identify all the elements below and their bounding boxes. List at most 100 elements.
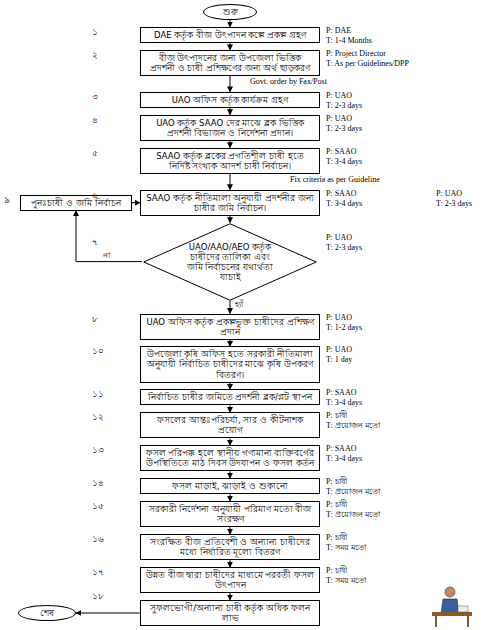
annotation-text: T: 1-2 days xyxy=(326,323,362,332)
annotation-text: T: 2-3 days xyxy=(436,199,472,208)
connector-arrow xyxy=(230,593,231,600)
callout-number: ৪ xyxy=(92,115,98,125)
annotation-text: P: চাষী xyxy=(326,533,347,542)
annotation-text: P: UAO xyxy=(326,91,352,100)
annotation-text: Govt. order by Fax/Post xyxy=(250,77,327,86)
callout-number: ৮ xyxy=(92,314,98,324)
callout-number: ২ xyxy=(92,50,98,60)
callout-number: ৩ xyxy=(92,92,98,102)
process-box: ফসলের আন্তঃপরিচর্যা, সার ও কীটনাশক প্রয়… xyxy=(140,412,320,438)
connector-arrow xyxy=(230,560,231,567)
process-box: পুনঃচাষী ও জমি নির্বাচন xyxy=(20,195,132,211)
node-text: SAAO কর্তৃক ব্লকের প্রগতিশীল চাষী হতে নি… xyxy=(145,151,315,171)
annotation-text: P: চাষী xyxy=(326,566,347,575)
process-box: নির্বাচিত চাষীর জমিতে প্রদর্শনী ব্লক/প্ল… xyxy=(140,389,320,405)
callout-number: ১৮ xyxy=(92,591,104,601)
annotation-text: P: SAAO xyxy=(326,444,356,453)
node-text: ফসলের আন্তঃপরিচর্যা, সার ও কীটনাশক প্রয়… xyxy=(145,415,315,435)
connector-arrow xyxy=(230,20,231,27)
start-oval: শুরু xyxy=(203,4,257,20)
connector-arrow xyxy=(230,174,231,190)
edge-label: না xyxy=(103,251,110,261)
connector-arrow xyxy=(132,202,140,203)
node-text: SAAO কর্তৃক নীতিমালা অনুযায়ী প্রদর্শনীর… xyxy=(145,193,315,213)
callout-number: ১১ xyxy=(92,389,104,399)
connector-arrow xyxy=(230,141,231,148)
person-body xyxy=(441,599,459,614)
callout-number: ৯ xyxy=(4,195,10,205)
connector-arrow xyxy=(76,211,142,262)
process-box: বীজ উৎপাদনের জন্য উপজেলা ভিত্তিক প্রদর্শ… xyxy=(140,50,320,76)
callout-number: ১ xyxy=(92,27,98,37)
process-box: DAE কর্তৃক বীজ উৎপাদন কল্পে প্রকল্প গ্রহ… xyxy=(140,27,320,43)
node-text: শেষ xyxy=(25,608,69,618)
annotation-text: P: UAO xyxy=(326,313,352,322)
callout-number: ১২ xyxy=(92,412,104,422)
callout-number: ১৫ xyxy=(92,501,104,511)
connector-arrow xyxy=(230,405,231,412)
process-box: UAO অফিস কর্তৃক কার্যক্রম গ্রহণ xyxy=(140,92,320,108)
process-box: UAO কর্তৃক SAAO দের মাঝে ব্লক ভিত্তিক প্… xyxy=(140,115,320,141)
process-box: UAO অফিস কর্তৃক প্রকল্পভুক্ত চাষীদের প্র… xyxy=(140,314,320,340)
annotation-text: T: 3-4 days xyxy=(326,157,362,166)
annotation-text: T: 2-3 days xyxy=(326,243,362,252)
annotation-text: T: সময় মতো xyxy=(326,543,366,552)
connector-arrow xyxy=(230,43,231,50)
annotation-text: T: প্রয়োজন মতো xyxy=(326,510,380,519)
process-box: সরকারী নির্দেশনা অনুযায়ী পরিমাণ মতো বীজ… xyxy=(140,501,320,527)
annotation-text: P: UAO xyxy=(326,233,352,242)
desk-leg xyxy=(467,616,469,627)
person-head xyxy=(445,587,455,597)
node-text: সুফলভোগী/অন্যান্য চাষী কর্তৃক অধিক ফলন ল… xyxy=(145,603,315,623)
process-box: SAAO কর্তৃক নীতিমালা অনুযায়ী প্রদর্শনীর… xyxy=(140,190,320,216)
callout-number: ১৭ xyxy=(92,567,104,577)
node-text: ফসল পরিপক্ক হলে স্থানীয় গণ্যমান্য ব্যক্… xyxy=(145,448,315,468)
annotation-text: T: সময় মতো xyxy=(326,576,366,585)
node-text: UAO অফিস কর্তৃক প্রকল্পভুক্ত চাষীদের প্র… xyxy=(145,317,315,337)
annotation-text: T: 1 day xyxy=(326,355,352,364)
annotation-text: P: UAO xyxy=(326,345,352,354)
annotation-text: Fix criteria as per Guideline xyxy=(290,175,380,184)
desk-leg xyxy=(435,616,437,627)
connector-arrow xyxy=(230,494,231,501)
process-box: SAAO কর্তৃক ব্লকের প্রগতিশীল চাষী হতে নি… xyxy=(140,148,320,174)
node-text: শুরু xyxy=(210,7,250,17)
node-text: নির্বাচিত চাষীর জমিতে প্রদর্শনী ব্লক/প্ল… xyxy=(145,392,315,402)
annotation-text: T: 3-4 days xyxy=(326,398,362,407)
node-text: UAO কর্তৃক SAAO দের মাঝে ব্লক ভিত্তিক প্… xyxy=(145,118,315,138)
annotation-text: P: UAO xyxy=(436,189,462,198)
node-text: বীজ উৎপাদনের জন্য উপজেলা ভিত্তিক প্রদর্শ… xyxy=(145,53,315,73)
connector-arrow xyxy=(230,383,231,390)
annotation-text: P: SAAO xyxy=(326,388,356,397)
annotation-text: P: DAE xyxy=(326,26,351,35)
callout-number: ১৬ xyxy=(92,534,104,544)
annotation-text: P: চাষী xyxy=(326,500,347,509)
diamond-shape xyxy=(144,223,316,299)
process-box: সুফলভোগী/অন্যান্য চাষী কর্তৃক অধিক ফলন ল… xyxy=(140,600,320,626)
node-text: ফসল মাড়াই, ঝাড়াই ও শুকানো xyxy=(145,481,315,491)
node-text: উন্নত বীজ দ্বারা চাষীদের মাধ্যমে পরবর্তী… xyxy=(145,570,315,590)
connector-arrow xyxy=(230,471,231,478)
process-box: ফসল মাড়াই, ঝাড়াই ও শুকানো xyxy=(140,478,320,494)
connector-arrow xyxy=(230,301,231,314)
callout-number: ৫ xyxy=(92,148,98,158)
connector-arrow xyxy=(230,527,231,534)
annotation-text: T: 2-3 days xyxy=(326,124,362,133)
annotation-text: T: 1-4 Months xyxy=(326,36,372,45)
node-text: উপজেলা কৃষি অফিস হতে সরকারী নীতিমালা অনু… xyxy=(145,349,315,379)
node-text: DAE কর্তৃক বীজ উৎপাদন কল্পে প্রকল্প গ্রহ… xyxy=(145,30,315,40)
annotation-text: P: SAAO xyxy=(326,147,356,156)
callout-number: ৭ xyxy=(92,237,98,247)
person-illustration xyxy=(428,584,478,628)
callout-number: ৬ xyxy=(92,190,98,200)
node-text: UAO/AAO/AEO কর্তৃক চাষীদের তালিকা এবং জম… xyxy=(182,242,278,282)
desk-top xyxy=(432,612,472,616)
connector-arrow xyxy=(230,438,231,445)
process-box: ফসল পরিপক্ক হলে স্থানীয় গণ্যমান্য ব্যক্… xyxy=(140,445,320,471)
annotation-text: T: 2-3 days xyxy=(326,101,362,110)
process-box: উন্নত বীজ দ্বারা চাষীদের মাধ্যমে পরবর্তী… xyxy=(140,567,320,593)
callout-number: ১৩ xyxy=(92,445,104,455)
decision-diamond: UAO/AAO/AEO কর্তৃক চাষীদের তালিকা এবং জম… xyxy=(142,223,318,301)
annotation-text: T: As per Guidelines/DPP xyxy=(326,59,409,68)
